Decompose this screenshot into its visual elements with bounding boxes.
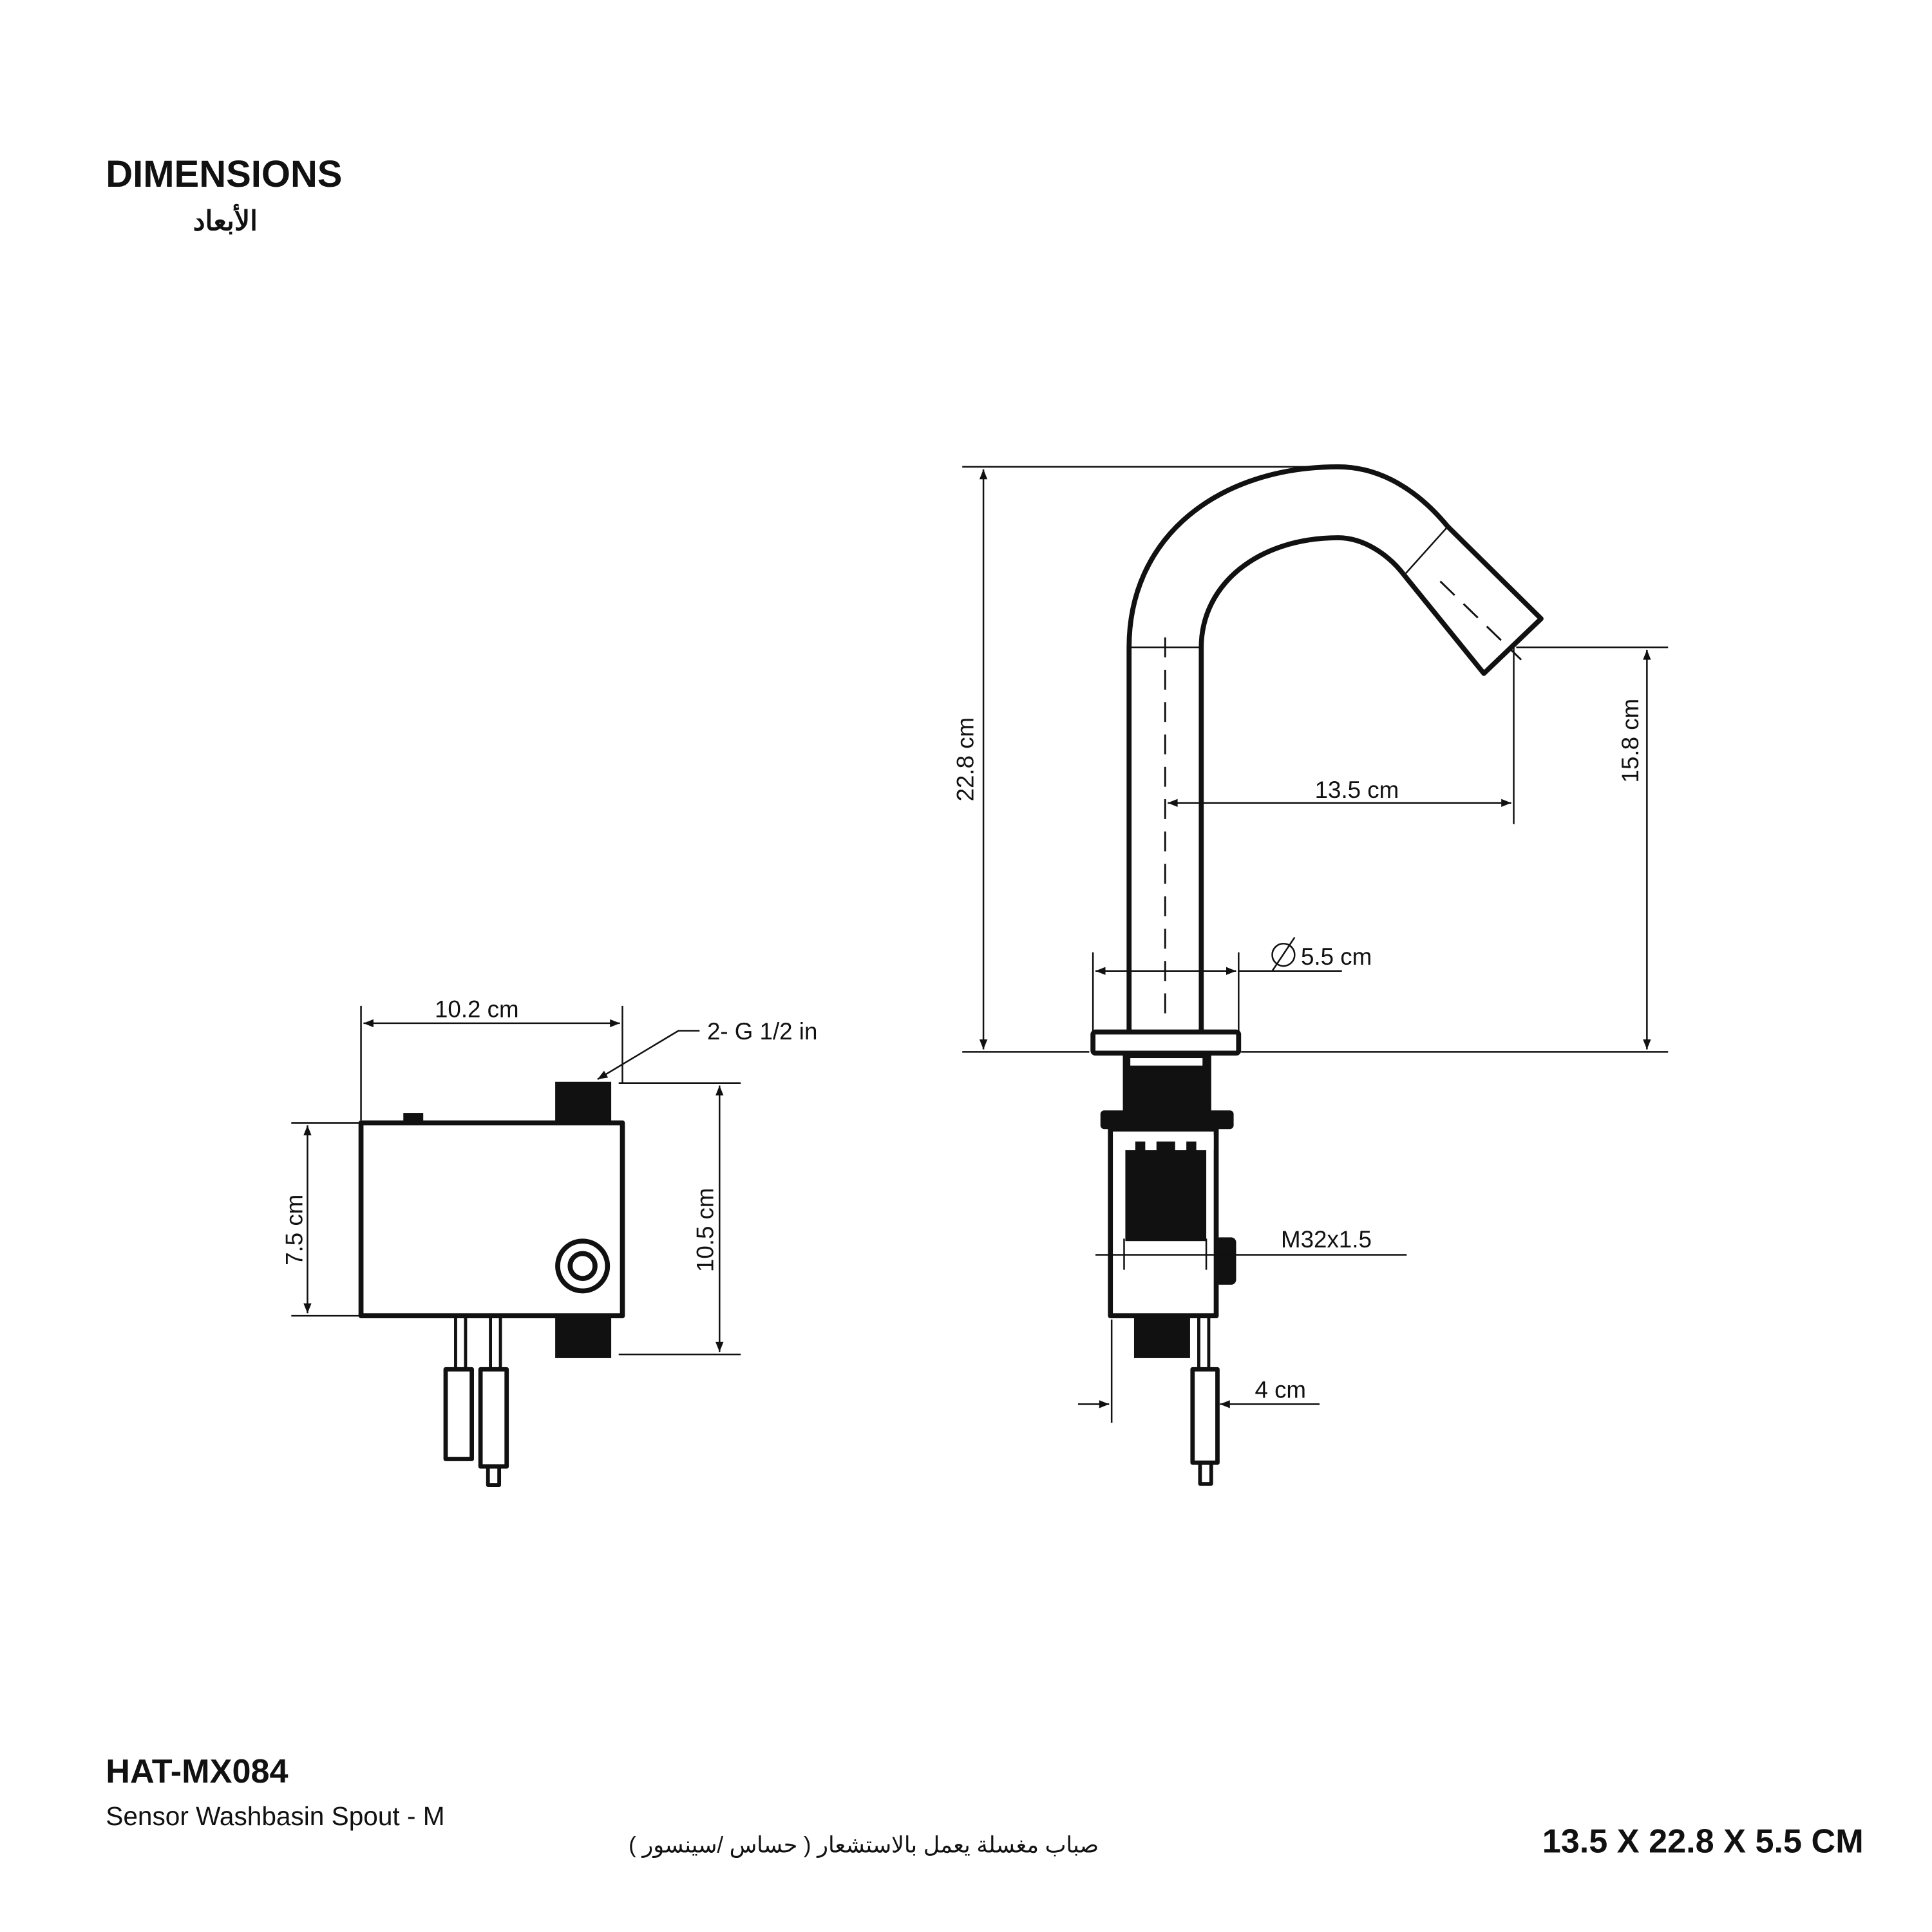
spout-height-label: 22.8 cm	[952, 717, 979, 802]
spout-reach-label: 13.5 cm	[1315, 777, 1399, 803]
sensor-button-icon	[555, 1238, 611, 1294]
box-overall-height-label: 10.5 cm	[692, 1188, 719, 1272]
box-width-label: 10.2 cm	[435, 996, 519, 1022]
page-title: DIMENSIONS	[106, 154, 342, 195]
box-height-label: 7.5 cm	[281, 1195, 308, 1265]
product-code: HAT-MX084	[106, 1753, 288, 1790]
diameter-icon	[1271, 936, 1296, 972]
overall-dimensions: 13.5 X 22.8 X 5.5 CM	[1542, 1823, 1864, 1860]
product-name-arabic: صباب مغسلة يعمل بالاستشعار ( حساس /سينسو…	[629, 1833, 1099, 1858]
body-width-label: 4 cm	[1255, 1377, 1306, 1403]
spout-outline	[1126, 464, 1544, 1031]
outlet-height-label: 15.8 cm	[1617, 699, 1643, 783]
thread-label: M32x1.5	[1281, 1226, 1372, 1253]
connection-label: 2- G 1/2 in	[707, 1018, 817, 1045]
product-name: Sensor Washbasin Spout - M	[106, 1801, 444, 1831]
page-title-arabic: الأبعاد	[193, 204, 258, 237]
spout-side-view: 22.8 cm 13.5 cm 15.8 cm 5.5 cm	[952, 464, 1669, 1486]
diameter-label: 5.5 cm	[1301, 943, 1372, 970]
control-box-view: 10.2 cm 2- G 1/2 in 7.5 cm 10.5 cm	[281, 996, 817, 1487]
